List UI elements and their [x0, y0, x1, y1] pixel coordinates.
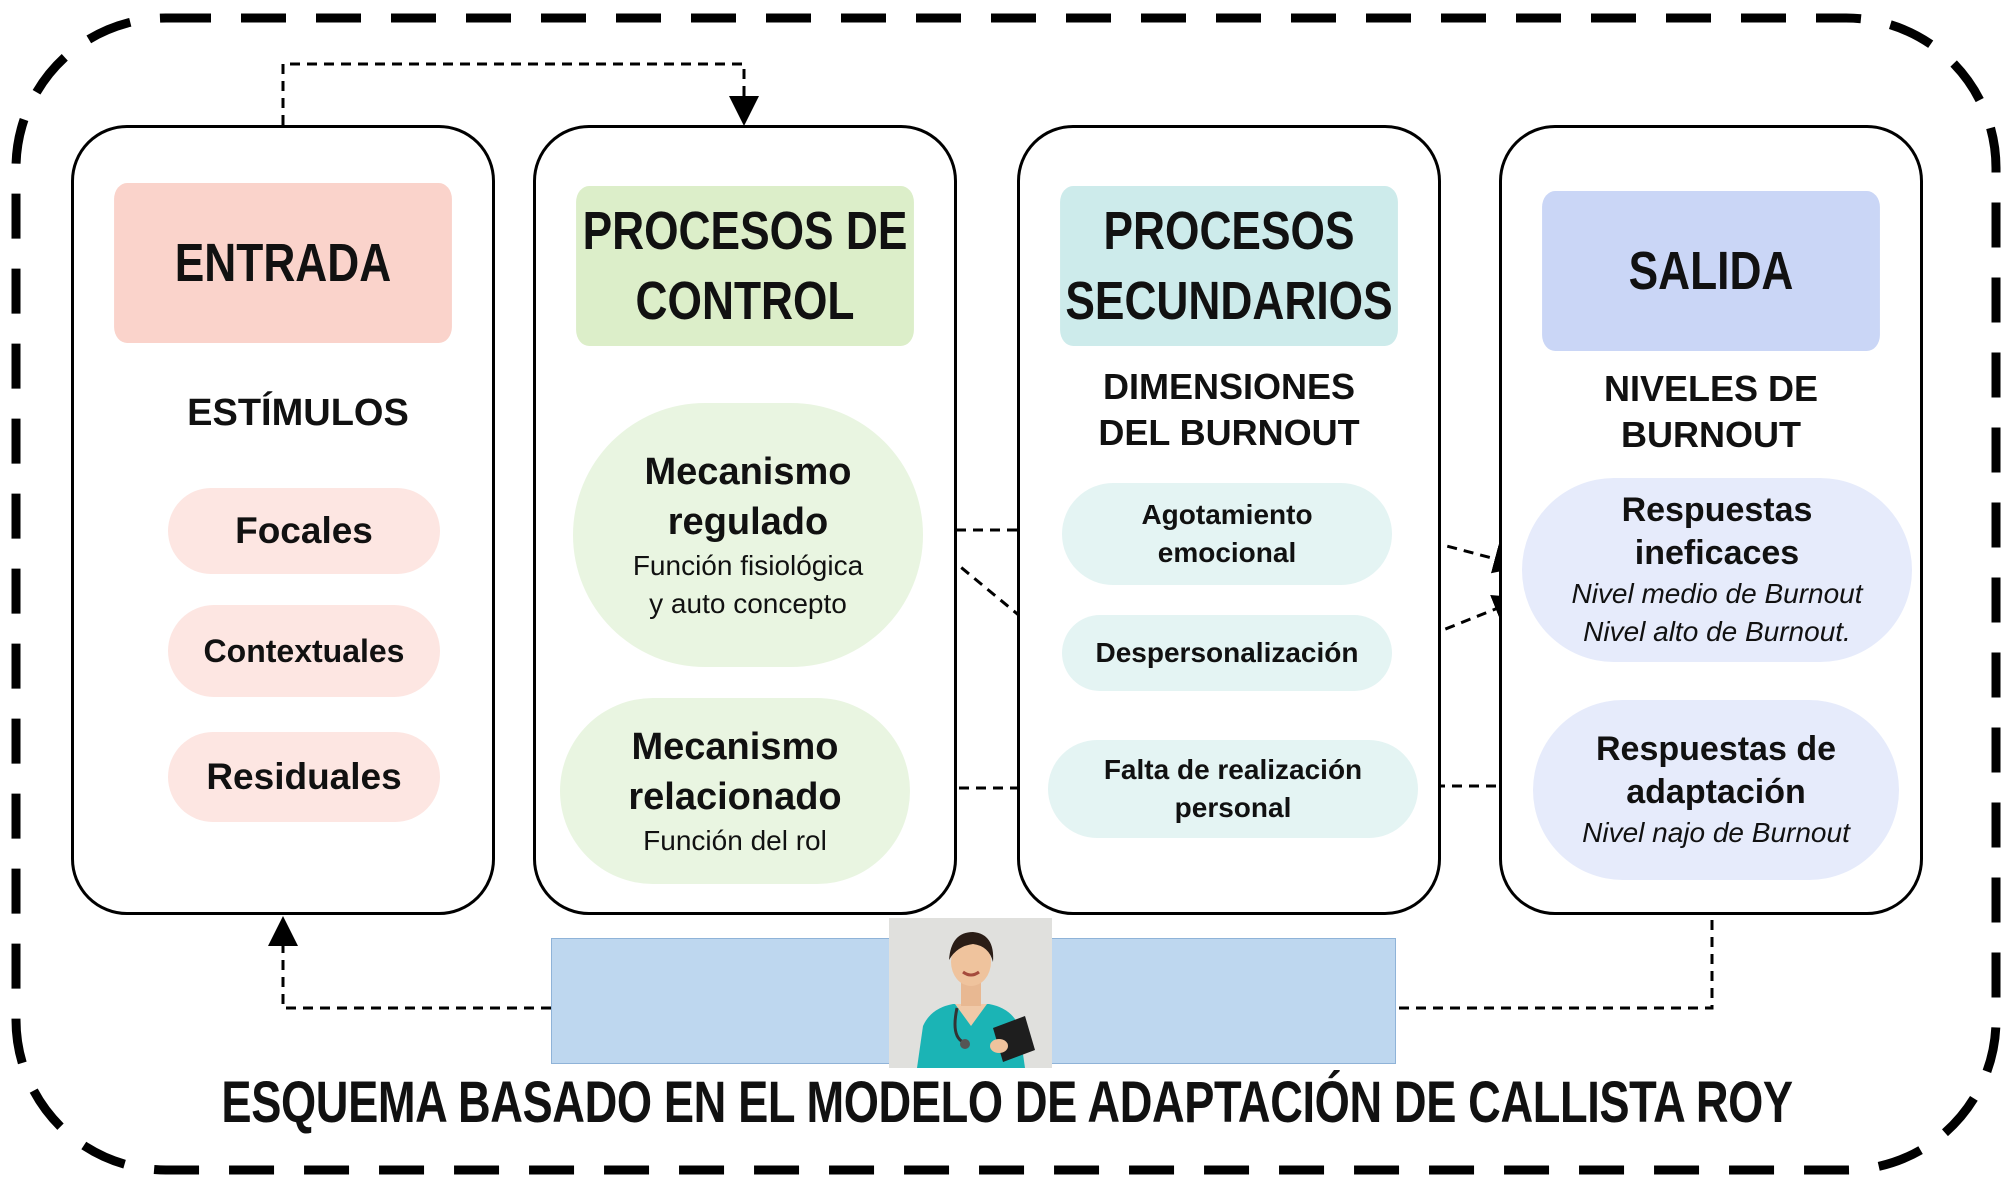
secundarios-header: PROCESOS SECUNDARIOS [1060, 186, 1398, 346]
entrada-header-text: ENTRADA [174, 233, 392, 293]
stimulus-focales: Focales [168, 488, 440, 574]
stimulus-residuales: Residuales [168, 732, 440, 822]
mecanismo-regulado: Mecanismo regulado Función fisiológica y… [573, 403, 923, 667]
control-header: PROCESOS DE CONTROL [576, 186, 914, 346]
bottom-feedback-arrow [283, 920, 1714, 1010]
entrada-column: ENTRADA ESTÍMULOS Focales Contextuales R… [71, 125, 495, 915]
respuestas-adaptacion: Respuestas de adaptación Nivel najo de B… [1533, 700, 1899, 880]
mecanismo-title: Mecanismo regulado [644, 451, 852, 543]
salida-header: SALIDA [1542, 191, 1880, 351]
stimulus-label: Residuales [206, 756, 402, 797]
mecanismo-desc: Función del rol [643, 825, 827, 856]
control-header-text: PROCESOS DE CONTROL [582, 201, 908, 331]
dimensiones-label: DIMENSIONES DEL BURNOUT [1098, 366, 1360, 453]
nurse-photo [889, 918, 1052, 1068]
dimension-label: Falta de realización personal [1103, 754, 1363, 823]
outer-dashed-frame [11, 13, 2001, 1175]
niveles-label: NIVELES DE BURNOUT [1603, 368, 1819, 455]
dimension-label: Despersonalización [1095, 637, 1359, 668]
respuesta-desc: Nivel medio de Burnout Nivel alto de Bur… [1571, 578, 1863, 647]
stimulus-contextuales: Contextuales [168, 605, 440, 697]
mecanismo-relacionado: Mecanismo relacionado Función del rol [560, 698, 910, 884]
respuesta-desc: Nivel najo de Burnout [1582, 817, 1850, 848]
secundarios-column: PROCESOS SECUNDARIOS DIMENSIONES DEL BUR… [1017, 125, 1441, 915]
mecanismo-desc: Función fisiológica y auto concepto [632, 550, 864, 619]
dimension-agotamiento: Agotamiento emocional [1062, 483, 1392, 585]
respuesta-title: Respuestas ineficaces [1621, 491, 1813, 572]
estimulos-label: ESTÍMULOS [187, 392, 409, 434]
respuestas-ineficaces: Respuestas ineficaces Nivel medio de Bur… [1522, 478, 1912, 662]
dimension-label: Agotamiento emocional [1141, 499, 1313, 568]
stimulus-label: Focales [235, 510, 373, 551]
mecanismo-title: Mecanismo relacionado [628, 726, 842, 818]
stimulus-label: Contextuales [203, 632, 405, 669]
salida-header-text: SALIDA [1628, 241, 1794, 301]
diagram-title: ESQUEMA BASADO EN EL MODELO DE ADAPTACIÓ… [221, 1070, 1793, 1135]
secundarios-header-text: PROCESOS SECUNDARIOS [1065, 201, 1393, 331]
dimension-despersonalizacion: Despersonalización [1062, 615, 1392, 691]
entrada-header: ENTRADA [114, 183, 452, 343]
salida-column: SALIDA NIVELES DE BURNOUT Respuestas ine… [1499, 125, 1923, 915]
control-column: PROCESOS DE CONTROL Mecanismo regulado F… [533, 125, 957, 915]
dimension-falta-realizacion: Falta de realización personal [1048, 740, 1418, 838]
top-feedback-arrow [281, 62, 759, 126]
respuesta-title: Respuestas de adaptación [1596, 730, 1836, 811]
